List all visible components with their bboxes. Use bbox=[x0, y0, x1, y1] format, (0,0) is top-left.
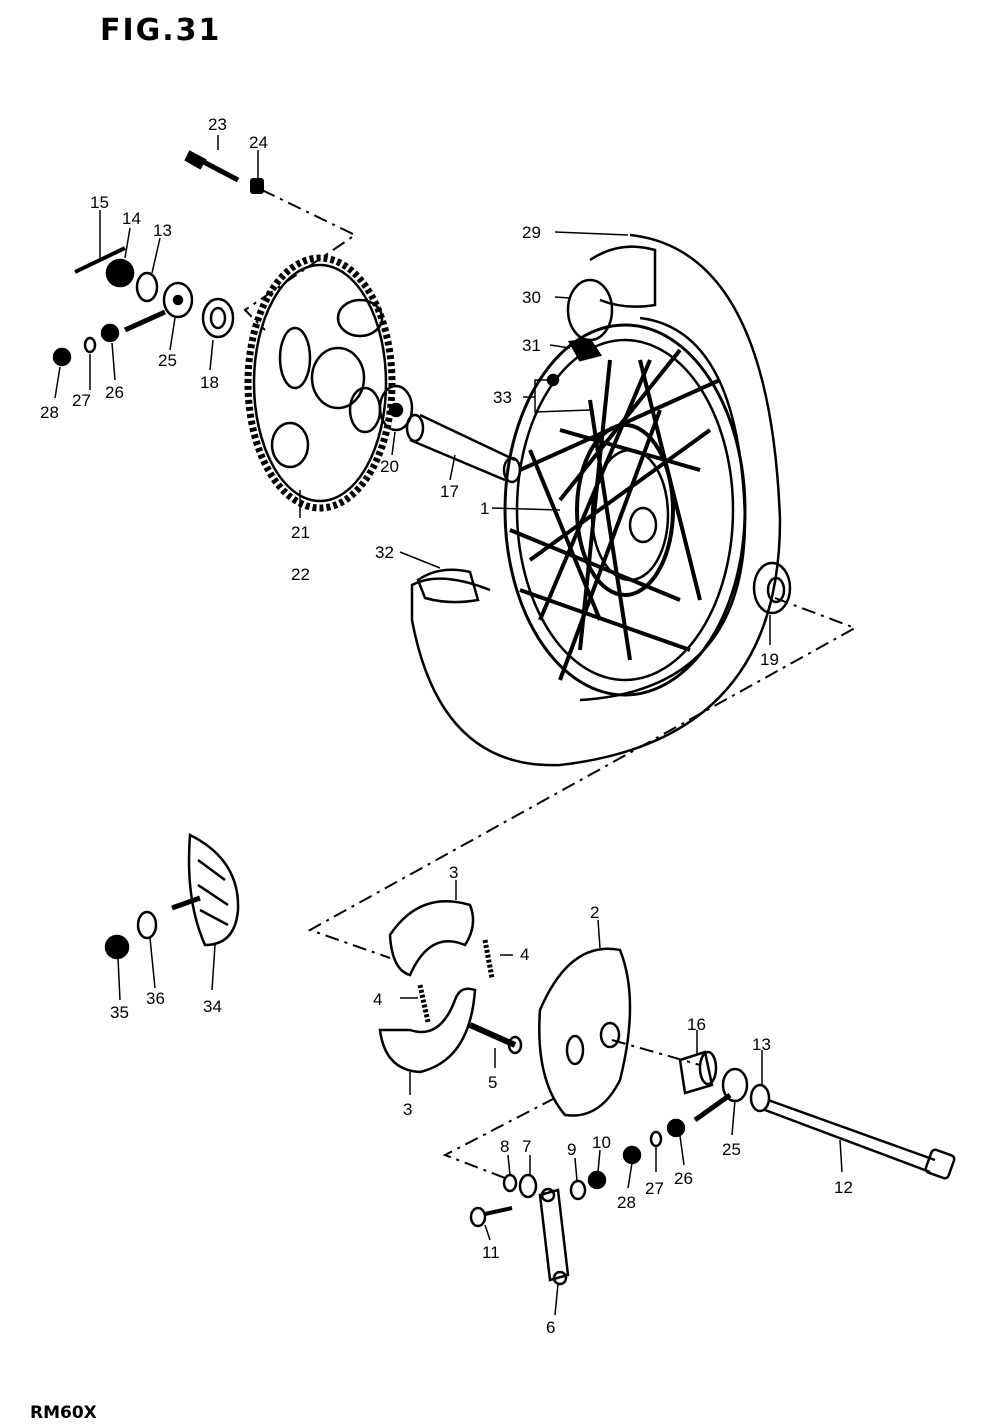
part-label-p29: 29 bbox=[522, 223, 541, 242]
washer-8-icon bbox=[502, 1173, 518, 1193]
part-label-p35: 35 bbox=[110, 1003, 129, 1022]
nut-24-icon bbox=[250, 178, 264, 194]
part-label-p13b: 13 bbox=[752, 1035, 771, 1054]
part-label-p30: 30 bbox=[522, 288, 541, 307]
part-label-p27b: 27 bbox=[645, 1179, 664, 1198]
part-label-p27a: 27 bbox=[72, 391, 91, 410]
leader-lines-lower bbox=[117, 880, 843, 1316]
part-label-p26b: 26 bbox=[674, 1169, 693, 1188]
assembly-line-lower bbox=[442, 1097, 556, 1179]
washer-27-icon bbox=[83, 336, 97, 354]
part-label-p12: 12 bbox=[834, 1178, 853, 1197]
part-label-p5: 5 bbox=[488, 1073, 497, 1092]
part-label-p15: 15 bbox=[90, 193, 109, 212]
part-label-p34: 34 bbox=[203, 997, 222, 1016]
part-label-p22: 22 bbox=[291, 565, 310, 584]
part-label-p31: 31 bbox=[522, 336, 541, 355]
washer-13-lower-icon bbox=[749, 1083, 771, 1113]
rear-sprocket-21-icon bbox=[244, 254, 396, 512]
part-label-p17: 17 bbox=[440, 482, 459, 501]
washer-13-icon bbox=[135, 271, 159, 303]
part-label-p3a: 3 bbox=[449, 863, 458, 882]
part-label-p28b: 28 bbox=[617, 1193, 636, 1212]
part-label-p24: 24 bbox=[249, 133, 268, 152]
rim-band-31-icon bbox=[567, 338, 603, 362]
part-label-p36: 36 bbox=[146, 989, 165, 1008]
washer-7-icon bbox=[518, 1173, 538, 1199]
part-label-p19: 19 bbox=[760, 650, 779, 669]
nut-10-icon bbox=[587, 1170, 607, 1190]
nut-26-icon bbox=[100, 323, 120, 343]
nut-35-icon bbox=[104, 934, 130, 960]
part-label-p18: 18 bbox=[200, 373, 219, 392]
brake-panel-2-icon bbox=[538, 947, 632, 1117]
part-label-p4b: 4 bbox=[373, 990, 382, 1009]
part-label-p6: 6 bbox=[546, 1318, 555, 1337]
assembly-line-upper bbox=[243, 189, 357, 331]
part-label-p4a: 4 bbox=[520, 945, 529, 964]
part-label-p13a: 13 bbox=[153, 221, 172, 240]
part-label-p3b: 3 bbox=[403, 1100, 412, 1119]
spacer-16-icon bbox=[678, 1050, 718, 1095]
part-label-p1: 1 bbox=[480, 499, 489, 518]
part-label-p28a: 28 bbox=[40, 403, 59, 422]
cap-nut-28-icon bbox=[52, 347, 72, 367]
upper-assembly bbox=[52, 135, 858, 1179]
figure-title: FIG.31 bbox=[100, 13, 221, 48]
bolt-11-icon bbox=[469, 1206, 513, 1228]
axle-12-icon bbox=[764, 1098, 956, 1180]
part-label-p2: 2 bbox=[590, 903, 599, 922]
spring-4-lower-icon bbox=[417, 984, 431, 1023]
part-label-p16: 16 bbox=[687, 1015, 706, 1034]
leader-lines-upper bbox=[54, 135, 771, 645]
part-label-p9: 9 bbox=[567, 1140, 576, 1159]
hub-20-icon bbox=[378, 384, 414, 432]
model-code: RM60X bbox=[30, 1403, 97, 1423]
rim-protector-32-icon bbox=[416, 568, 480, 604]
part-label-p23: 23 bbox=[208, 115, 227, 134]
axle-spacer-17-icon bbox=[405, 413, 522, 484]
cover-34-icon bbox=[171, 833, 240, 947]
part-label-p21: 21 bbox=[291, 523, 310, 542]
wheel-1-icon bbox=[503, 323, 747, 697]
brake-shoe-3-lower-icon bbox=[378, 987, 477, 1074]
lower-assembly bbox=[104, 833, 956, 1316]
spacer-18-icon bbox=[201, 297, 235, 339]
nut-26-lower-icon bbox=[666, 1118, 686, 1138]
washer-27-lower-icon bbox=[649, 1130, 663, 1148]
nut-14-icon bbox=[105, 258, 135, 288]
part-label-p25b: 25 bbox=[722, 1140, 741, 1159]
brake-shoe-3-upper-icon bbox=[388, 900, 475, 977]
part-label-p7: 7 bbox=[522, 1137, 531, 1156]
spring-4-upper-icon bbox=[482, 939, 495, 979]
chain-adjuster-25-icon bbox=[123, 281, 194, 333]
part-label-p32: 32 bbox=[375, 543, 394, 562]
part-label-p20: 20 bbox=[380, 457, 399, 476]
part-label-p10: 10 bbox=[592, 1133, 611, 1152]
assembly-line-wheel-right bbox=[307, 597, 858, 959]
bearing-19-icon bbox=[752, 561, 792, 615]
part-label-p8: 8 bbox=[500, 1137, 509, 1156]
part-label-p14: 14 bbox=[122, 209, 141, 228]
brake-arm-6-icon bbox=[538, 1187, 570, 1286]
part-number-labels: 2324151413251826272821222017293031331321… bbox=[40, 115, 853, 1337]
part-label-p33: 33 bbox=[493, 388, 512, 407]
part-label-p26a: 26 bbox=[105, 383, 124, 402]
cap-nut-28-lower-icon bbox=[622, 1145, 642, 1165]
washer-9-icon bbox=[569, 1179, 587, 1201]
bolt-23-icon bbox=[184, 150, 240, 183]
washer-36-icon bbox=[136, 910, 158, 940]
brake-cam-5-icon bbox=[468, 1022, 523, 1055]
part-label-p25a: 25 bbox=[158, 351, 177, 370]
chain-adjuster-25-lower-icon bbox=[693, 1067, 749, 1123]
part-label-p11: 11 bbox=[482, 1243, 500, 1262]
